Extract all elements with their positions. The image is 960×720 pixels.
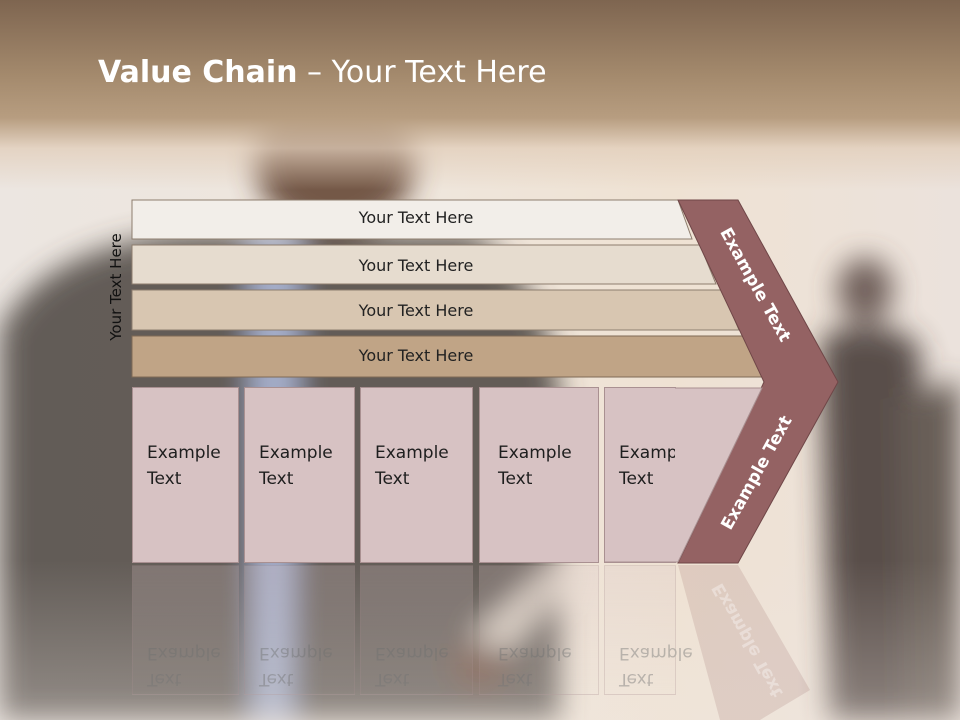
cell-line2: Text	[375, 469, 410, 489]
refl-line1: Example	[375, 643, 449, 663]
chevron-arrow	[677, 199, 839, 564]
reflection-cell-2: Text Example	[244, 565, 355, 695]
support-bar-1	[131, 199, 693, 240]
reflection-text: Text Example	[375, 640, 449, 692]
reflection-cell-4: Text Example	[479, 565, 599, 695]
reflection-cell-3: Text Example	[360, 565, 473, 695]
cell-line1: Example	[147, 443, 221, 463]
bar-label-2: Your Text Here	[358, 256, 474, 275]
chevron-reflection	[678, 565, 810, 720]
cell-line1: Example	[375, 443, 449, 463]
refl-line1: Example	[498, 643, 572, 663]
refl-line2: Text	[375, 669, 410, 689]
title-rest: – Your Text Here	[297, 55, 547, 90]
slide-title: Value Chain – Your Text Here	[98, 55, 547, 90]
refl-line1: Example	[259, 643, 333, 663]
cell-line2: Text	[619, 469, 654, 489]
refl-line1: Example	[147, 643, 221, 663]
bar-label-1: Your Text Here	[358, 208, 474, 227]
bottom-fade	[0, 560, 960, 720]
title-band	[0, 0, 960, 190]
cell-line2: Text	[147, 469, 182, 489]
reflection-cell-1: Text Example	[132, 565, 239, 695]
refl-line1: Example	[619, 643, 693, 663]
bar-label-4: Your Text Here	[358, 346, 474, 365]
refl-line2: Text	[619, 669, 654, 689]
refl-line2: Text	[498, 669, 533, 689]
reflection: Text Example Text Example Text Example Text…	[0, 565, 960, 720]
reflection-text: Text Example	[259, 640, 333, 692]
cell-line1: Example	[498, 443, 572, 463]
reflection-text: Text Example	[147, 640, 221, 692]
bar-label-3: Your Text Here	[358, 301, 474, 320]
support-bar-2	[131, 244, 717, 285]
title-bold: Value Chain	[98, 55, 298, 90]
refl-line2: Text	[147, 669, 182, 689]
reflection-text: Text Example	[498, 640, 572, 692]
refl-line2: Text	[259, 669, 294, 689]
cell-line2: Text	[498, 469, 533, 489]
cell-line1: Example	[619, 443, 693, 463]
cell-line2: Text	[259, 469, 294, 489]
reflection-cell-5: Text Example	[604, 565, 693, 695]
cell-line1: Example	[259, 443, 333, 463]
reflection-text: Text Example	[619, 640, 693, 692]
